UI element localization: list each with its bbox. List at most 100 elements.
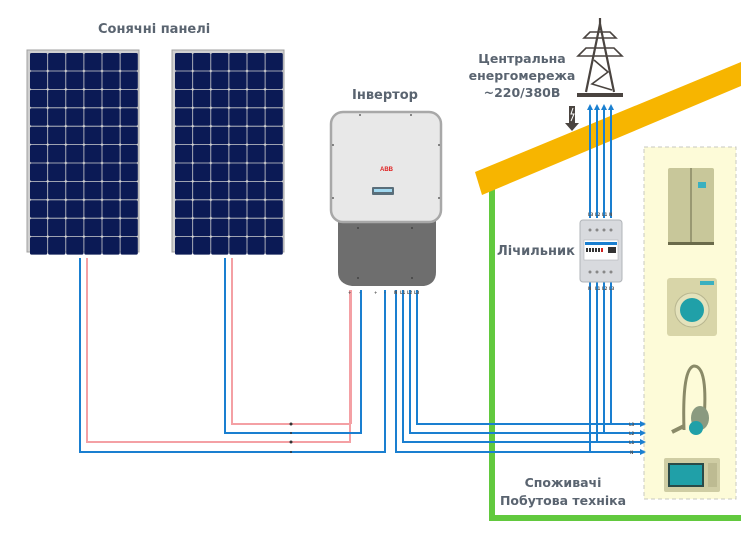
solar-cell [66, 53, 84, 71]
solar-cell [102, 237, 120, 255]
solar-cell [211, 237, 229, 255]
solar-cell [66, 71, 84, 89]
solar-cell [247, 71, 265, 89]
solar-cell [102, 218, 120, 237]
panel2-positive-wire-lower [231, 258, 351, 425]
inverter-terminal-pos1: + [348, 290, 351, 295]
solar-cell [48, 237, 66, 255]
solar-cell [102, 181, 120, 200]
inverter-l1-wire [402, 290, 640, 443]
input-label-l2: L2 [629, 431, 635, 436]
solar-cell [102, 126, 120, 145]
solar-cell [175, 163, 193, 181]
solar-cell [229, 89, 247, 108]
inverter-terminal-l3: L3 [414, 290, 420, 295]
solar-cell [48, 218, 66, 237]
solar-cell [48, 200, 66, 218]
solar-cell [229, 71, 247, 89]
solar-cell [247, 200, 265, 218]
solar-cell [193, 218, 211, 237]
inverter-ac-wires [395, 290, 640, 453]
solar-cell [193, 145, 211, 163]
solar-cell [102, 108, 120, 126]
inverter-terminal-l2: L2 [407, 290, 413, 295]
solar-cell [102, 71, 120, 89]
solar-cell [229, 181, 247, 200]
solar-cell [175, 181, 193, 200]
solar-cell [265, 108, 283, 126]
solar-cell [30, 71, 48, 89]
solar-cell [66, 108, 84, 126]
house-roof [475, 62, 741, 195]
consumers-label: Споживачі Побутова техніка [498, 474, 628, 510]
solar-cell [48, 181, 66, 200]
solar-cell [265, 200, 283, 218]
solar-cell [247, 181, 265, 200]
solar-cell [66, 126, 84, 145]
panel2-negative-wire [224, 258, 362, 434]
solar-cell [102, 89, 120, 108]
solar-cell [175, 53, 193, 71]
solar-cell [66, 181, 84, 200]
solar-cell [211, 108, 229, 126]
solar-cell [120, 218, 138, 237]
lightning-arrow-icon [565, 106, 579, 131]
solar-cell [247, 53, 265, 71]
solar-cell [175, 89, 193, 108]
solar-cell [48, 89, 66, 108]
solar-cell [211, 163, 229, 181]
grid-label-line3: ~220/380В [483, 85, 561, 100]
solar-cell [193, 71, 211, 89]
panel1-negative-wire [79, 258, 386, 453]
solar-cell [30, 200, 48, 218]
grid-label-line2: енергомережа [468, 68, 576, 83]
electricity-meter [579, 219, 623, 283]
solar-cell [211, 53, 229, 71]
microwave-icon [664, 458, 720, 492]
solar-panel-1 [26, 49, 140, 255]
solar-cell [265, 237, 283, 255]
inverter-terminal-n: N [394, 290, 397, 295]
solar-cell [84, 108, 102, 126]
solar-cell [102, 53, 120, 71]
solar-cell [229, 126, 247, 145]
meter-bottom-l2: L2 [602, 286, 608, 291]
inverter-terminal-l1: L1 [400, 290, 406, 295]
solar-cell [193, 53, 211, 71]
solar-cell [193, 108, 211, 126]
solar-cell [247, 89, 265, 108]
solar-cell [66, 200, 84, 218]
solar-cell [229, 53, 247, 71]
solar-cell [120, 237, 138, 255]
inverter-terminal-neg2: - [384, 290, 386, 295]
solar-cell [120, 89, 138, 108]
solar-cell [211, 181, 229, 200]
solar-cell [120, 163, 138, 181]
solar-cell [48, 108, 66, 126]
meter-bottom-n: N [588, 286, 591, 291]
inverter-terminal-neg1: - [359, 290, 361, 295]
panel2-wires [224, 258, 362, 434]
solar-cell [265, 53, 283, 71]
solar-cell [48, 126, 66, 145]
solar-cell [30, 89, 48, 108]
solar-cell [229, 163, 247, 181]
solar-cell [66, 163, 84, 181]
input-label-n: N [630, 450, 633, 455]
solar-cell [229, 200, 247, 218]
grid-label-line1: Центральна [478, 51, 566, 66]
solar-cell [265, 71, 283, 89]
meter-display-band [585, 242, 617, 245]
meter-top-l1: L1 [602, 212, 608, 217]
solar-panel-2 [171, 49, 285, 255]
solar-cell [211, 89, 229, 108]
solar-cell [66, 89, 84, 108]
solar-cell [265, 145, 283, 163]
solar-cell [66, 237, 84, 255]
meter-bottom-l3: L3 [609, 286, 615, 291]
solar-cell [48, 145, 66, 163]
solar-cell [30, 218, 48, 237]
solar-cell [84, 53, 102, 71]
meter-top-n: N [609, 212, 612, 217]
inverter-brand-logo: ABB [380, 167, 394, 173]
